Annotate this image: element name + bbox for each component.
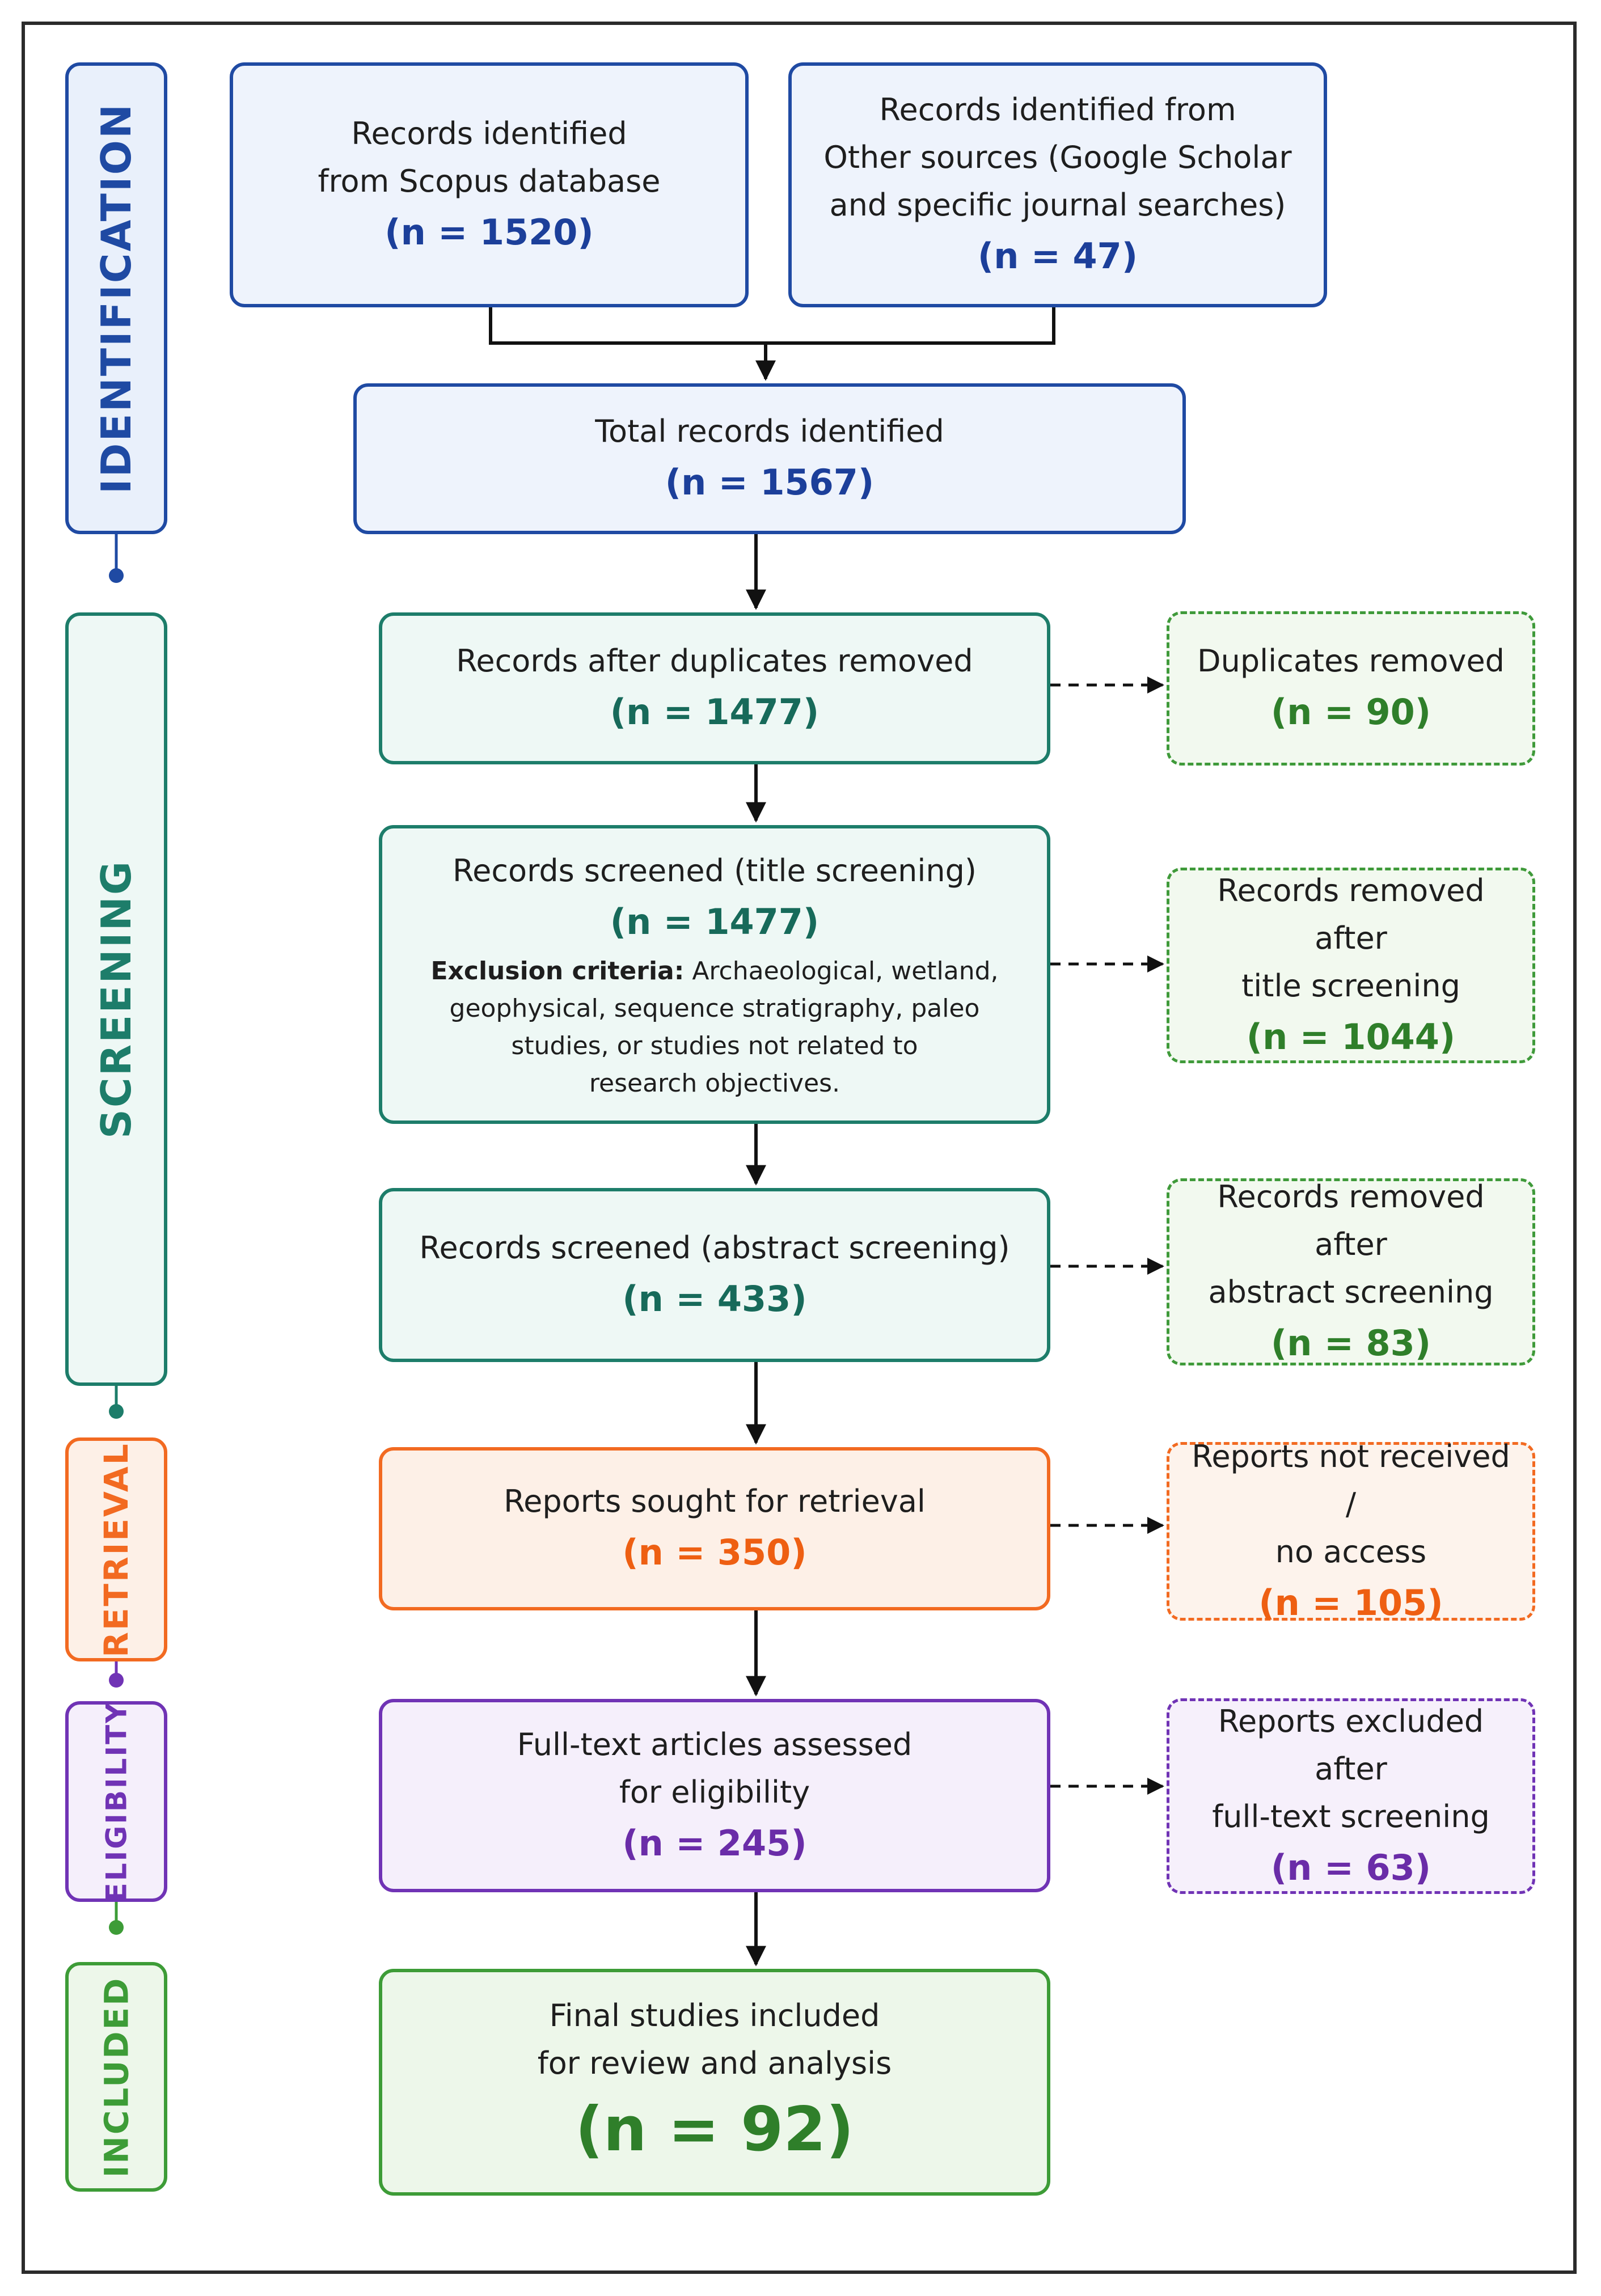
box-abstract-screening: Records screened (abstract screening) (n… bbox=[379, 1188, 1050, 1362]
record-count: (n = 350) bbox=[622, 1532, 807, 1573]
box-reports-sought: Reports sought for retrieval (n = 350) bbox=[379, 1447, 1050, 1610]
box-text: Total records identified bbox=[595, 413, 944, 449]
record-count: (n = 47) bbox=[977, 235, 1138, 277]
stage-label: SCREENING bbox=[92, 860, 140, 1139]
box-text: Records identified bbox=[351, 116, 627, 151]
box-title-screening: Records screened (title screening) (n = … bbox=[379, 825, 1050, 1124]
box-text: title screening bbox=[1241, 967, 1460, 1004]
box-scopus-records: Records identified from Scopus database … bbox=[230, 62, 749, 307]
record-count: (n = 90) bbox=[1270, 691, 1431, 733]
box-text: Records identified from bbox=[879, 92, 1236, 128]
box-text: Other sources (Google Scholar bbox=[823, 139, 1292, 175]
box-text: and specific journal searches) bbox=[829, 187, 1286, 223]
box-text: Full-text articles assessed bbox=[517, 1726, 913, 1762]
stage-eligibility: ELIGIBILITY bbox=[65, 1701, 167, 1902]
exclusion-criteria-label: Exclusion criteria: bbox=[430, 956, 685, 986]
exclusion-criteria-text: geophysical, sequence stratigraphy, pale… bbox=[449, 993, 980, 1023]
stage-identification: IDENTIFICATION bbox=[65, 62, 167, 534]
record-count: (n = 83) bbox=[1270, 1322, 1431, 1364]
box-text: Final studies included bbox=[549, 1998, 880, 2033]
box-other-sources: Records identified from Other sources (G… bbox=[788, 62, 1327, 307]
box-text: Reports not received / bbox=[1192, 1438, 1510, 1522]
stage-dot bbox=[109, 568, 124, 583]
box-text: no access bbox=[1275, 1533, 1427, 1570]
box-text: Records removed after bbox=[1217, 872, 1485, 956]
stage-included: INCLUDED bbox=[65, 1962, 167, 2192]
record-count: (n = 63) bbox=[1270, 1846, 1431, 1888]
box-text: from Scopus database bbox=[318, 163, 661, 199]
box-text: full-text screening bbox=[1212, 1798, 1490, 1834]
stage-dot bbox=[109, 1920, 124, 1935]
stage-screening: SCREENING bbox=[65, 612, 167, 1386]
box-after-duplicates: Records after duplicates removed (n = 14… bbox=[379, 612, 1050, 764]
stage-dot bbox=[109, 1673, 124, 1688]
box-title-removed: Records removed after title screening (n… bbox=[1167, 868, 1535, 1063]
box-text: Records removed after bbox=[1217, 1179, 1485, 1262]
stage-label: IDENTIFICATION bbox=[92, 102, 140, 494]
record-count: (n = 92) bbox=[575, 2094, 854, 2165]
box-reports-excluded: Reports excluded after full-text screeni… bbox=[1167, 1698, 1535, 1894]
exclusion-criteria: Exclusion criteria: Archaeological, wetl… bbox=[430, 953, 998, 990]
box-text: for review and analysis bbox=[537, 2045, 892, 2081]
exclusion-criteria-text: research objectives. bbox=[589, 1068, 840, 1098]
box-text: for eligibility bbox=[619, 1774, 810, 1810]
box-text: Records after duplicates removed bbox=[456, 643, 973, 679]
record-count: (n = 1044) bbox=[1246, 1016, 1456, 1058]
record-count: (n = 245) bbox=[622, 1822, 807, 1864]
box-final-included: Final studies included for review and an… bbox=[379, 1969, 1050, 2196]
record-count: (n = 1567) bbox=[665, 462, 875, 503]
exclusion-criteria-text: Archaeological, wetland, bbox=[684, 956, 999, 986]
stage-label: ELIGIBILITY bbox=[100, 1701, 133, 1902]
box-text: Reports sought for retrieval bbox=[504, 1483, 926, 1519]
stage-retrieval: RETRIEVAL bbox=[65, 1437, 167, 1661]
exclusion-criteria-text: studies, or studies not related to bbox=[511, 1031, 918, 1060]
box-full-text-assessed: Full-text articles assessed for eligibil… bbox=[379, 1699, 1050, 1892]
record-count: (n = 1477) bbox=[610, 900, 819, 942]
box-total-records: Total records identified (n = 1567) bbox=[353, 383, 1186, 534]
box-duplicates-removed: Duplicates removed (n = 90) bbox=[1167, 611, 1535, 766]
stage-label: INCLUDED bbox=[97, 1976, 136, 2177]
record-count: (n = 433) bbox=[622, 1278, 807, 1320]
merge-connector bbox=[489, 307, 1055, 345]
box-text: Reports excluded after bbox=[1218, 1703, 1484, 1787]
record-count: (n = 1477) bbox=[610, 691, 819, 733]
box-not-received: Reports not received / no access (n = 10… bbox=[1167, 1439, 1535, 1623]
record-count: (n = 105) bbox=[1258, 1582, 1443, 1623]
stage-label: RETRIEVAL bbox=[97, 1441, 136, 1657]
box-abstract-removed: Records removed after abstract screening… bbox=[1167, 1178, 1535, 1365]
box-text: Records screened (title screening) bbox=[453, 852, 977, 889]
record-count: (n = 1520) bbox=[385, 212, 594, 253]
box-text: abstract screening bbox=[1208, 1274, 1494, 1310]
box-text: Records screened (abstract screening) bbox=[419, 1229, 1010, 1266]
stage-dot bbox=[109, 1404, 124, 1419]
box-text: Duplicates removed bbox=[1197, 643, 1505, 679]
